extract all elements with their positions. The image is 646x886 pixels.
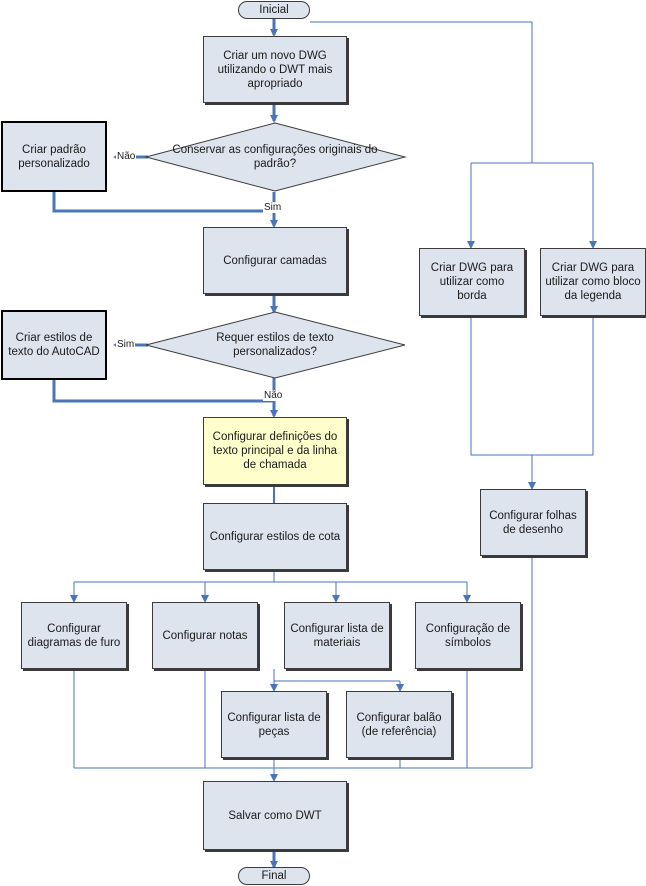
configure-text-box: Configurar definições do texto principal…: [203, 417, 347, 485]
configure-dim-styles-box: Configurar estilos de cota: [203, 503, 347, 570]
decision-text-styles: Requer estilos de texto personalizados?: [175, 331, 375, 359]
configure-parts-list-label: Configurar lista de peças: [227, 711, 321, 738]
configure-symbols-label: Configuração de símbolos: [425, 622, 511, 649]
configure-layers-label: Configurar camadas: [223, 254, 327, 267]
start-label: Inicial: [259, 4, 289, 16]
configure-notes-label: Configurar notas: [162, 629, 248, 642]
configure-sheets-box: Configurar folhas de desenho: [480, 489, 586, 556]
decision-text-styles-label: Requer estilos de texto personalizados?: [216, 332, 334, 358]
configure-bom-label: Configurar lista de materiais: [290, 622, 384, 649]
edge-titleblock-merge: [532, 316, 594, 456]
decision-keep-standard-label: Conservar as configurações originais do …: [172, 144, 378, 170]
edge-textstyles-merge: [52, 380, 274, 403]
edge-start-right: [310, 21, 533, 163]
create-custom-standard-box: Criar padrão personalizado: [1, 121, 107, 192]
edge-label-no-2: Não: [263, 390, 284, 401]
create-text-styles-box: Criar estilos de texto do AutoCAD: [1, 310, 107, 380]
end-label: Final: [261, 870, 287, 882]
decision-text-styles-shape: [145, 311, 406, 379]
create-border-box: Criar DWG para utilizar como borda: [419, 248, 525, 316]
configure-layers-box: Configurar camadas: [203, 227, 347, 294]
configure-sheets-label: Configurar folhas de desenho: [489, 509, 577, 536]
configure-dim-styles-label: Configurar estilos de cota: [209, 530, 341, 543]
configure-notes-box: Configurar notas: [152, 602, 258, 669]
create-dwg-label: Criar um novo DWG utilizando o DWT mais …: [217, 49, 333, 90]
configure-balloon-box: Configurar balão (de referência): [346, 691, 452, 758]
configure-parts-list-box: Configurar lista de peças: [221, 691, 327, 758]
create-dwg-box: Criar um novo DWG utilizando o DWT mais …: [203, 36, 347, 103]
configure-symbols-box: Configuração de símbolos: [415, 602, 521, 669]
save-as-dwt-box: Salvar como DWT: [203, 781, 347, 850]
configure-bom-box: Configurar lista de materiais: [284, 602, 390, 669]
start-terminal: Inicial: [238, 1, 310, 19]
decision-keep-standard-shape: [144, 122, 407, 192]
edge-custom-merge: [52, 192, 274, 213]
configure-balloon-label: Configurar balão (de referência): [356, 711, 442, 738]
create-title-block-box: Criar DWG para utilizar como bloco da le…: [540, 248, 646, 316]
edge-label-yes-1: Sim: [263, 202, 283, 213]
create-border-label: Criar DWG para utilizar como borda: [430, 262, 514, 302]
create-custom-standard-label: Criar padrão personalizado: [18, 143, 90, 170]
configure-hole-diagrams-box: Configurar diagramas de furo: [21, 602, 127, 669]
edge-border-merge: [470, 316, 532, 456]
edge-label-yes-2: Sim: [116, 339, 136, 350]
decision-keep-standard: Conservar as configurações originais do …: [165, 143, 385, 171]
save-as-dwt-label: Salvar como DWT: [228, 809, 322, 822]
create-title-block-label: Criar DWG para utilizar como bloco da le…: [545, 262, 641, 302]
end-terminal: Final: [238, 867, 310, 885]
configure-hole-diagrams-label: Configurar diagramas de furo: [27, 622, 121, 649]
configure-text-label: Configurar definições do texto principal…: [212, 431, 338, 471]
create-text-styles-label: Criar estilos de texto do AutoCAD: [8, 332, 100, 358]
edge-label-no-1: Não: [116, 151, 137, 162]
